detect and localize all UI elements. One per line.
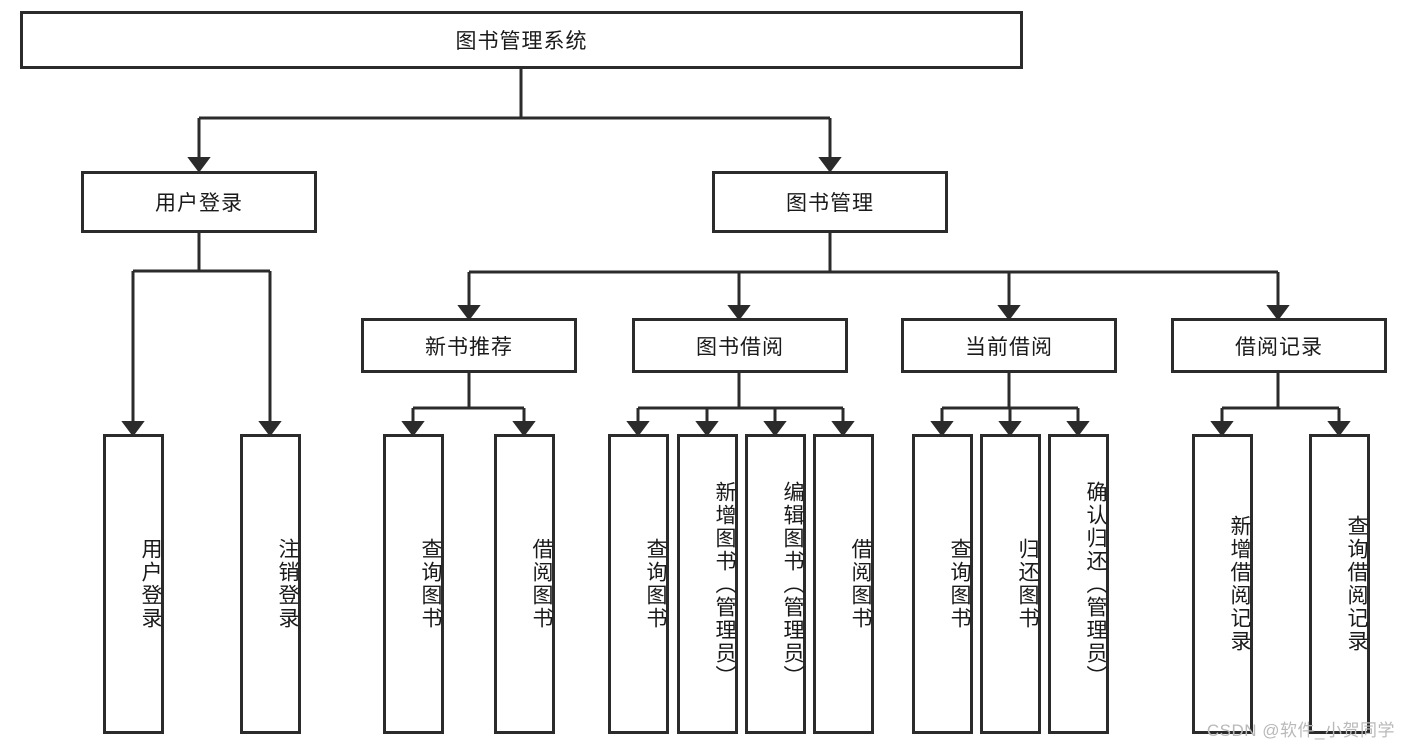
leaf-user-logout-label: 注销登录	[276, 538, 299, 630]
node-new-book-recommend[interactable]: 新书推荐	[361, 318, 577, 373]
node-book-borrow[interactable]: 图书借阅	[632, 318, 848, 373]
leaf-query-book-2-label: 查询图书	[644, 538, 667, 630]
leaf-borrow-book-1[interactable]: 借阅图书	[494, 434, 555, 734]
node-current-borrow[interactable]: 当前借阅	[901, 318, 1117, 373]
node-user-login[interactable]: 用户登录	[81, 171, 317, 233]
leaf-query-book-3[interactable]: 查询图书	[912, 434, 973, 734]
leaf-add-record-label: 新增借阅记录	[1228, 515, 1251, 653]
leaf-user-login-label: 用户登录	[139, 538, 162, 630]
leaf-user-logout[interactable]: 注销登录	[240, 434, 301, 734]
leaf-add-book-label: 新增图书（管理员）	[713, 480, 736, 688]
node-book-borrow-label: 图书借阅	[696, 335, 784, 359]
node-current-borrow-label: 当前借阅	[965, 335, 1053, 359]
leaf-edit-book-label: 编辑图书（管理员）	[781, 480, 804, 688]
node-book-manage-label: 图书管理	[786, 192, 874, 215]
leaf-query-record-label: 查询借阅记录	[1345, 515, 1368, 653]
leaf-query-book-2[interactable]: 查询图书	[608, 434, 669, 734]
leaf-return-book-label: 归还图书	[1016, 538, 1039, 630]
node-root[interactable]: 图书管理系统	[20, 11, 1023, 69]
leaf-confirm-return[interactable]: 确认归还（管理员）	[1048, 434, 1109, 734]
leaf-query-book-1[interactable]: 查询图书	[383, 434, 444, 734]
leaf-borrow-book-2-label: 借阅图书	[849, 538, 872, 630]
leaf-borrow-book-2[interactable]: 借阅图书	[813, 434, 874, 734]
node-new-book-recommend-label: 新书推荐	[425, 335, 513, 359]
leaf-user-login[interactable]: 用户登录	[103, 434, 164, 734]
node-borrow-record[interactable]: 借阅记录	[1171, 318, 1387, 373]
leaf-return-book[interactable]: 归还图书	[980, 434, 1041, 734]
leaf-add-record[interactable]: 新增借阅记录	[1192, 434, 1253, 734]
leaf-query-record[interactable]: 查询借阅记录	[1309, 434, 1370, 734]
leaf-confirm-return-label: 确认归还（管理员）	[1084, 480, 1107, 688]
leaf-edit-book[interactable]: 编辑图书（管理员）	[745, 434, 806, 734]
leaf-borrow-book-1-label: 借阅图书	[530, 538, 553, 630]
node-borrow-record-label: 借阅记录	[1235, 335, 1323, 359]
leaf-query-book-3-label: 查询图书	[948, 538, 971, 630]
leaf-add-book[interactable]: 新增图书（管理员）	[677, 434, 738, 734]
node-user-login-label: 用户登录	[155, 192, 243, 215]
watermark: CSDN @软件_小贺同学	[1206, 721, 1395, 740]
node-root-label: 图书管理系统	[455, 30, 588, 53]
leaf-query-book-1-label: 查询图书	[419, 538, 442, 630]
node-book-manage[interactable]: 图书管理	[712, 171, 948, 233]
